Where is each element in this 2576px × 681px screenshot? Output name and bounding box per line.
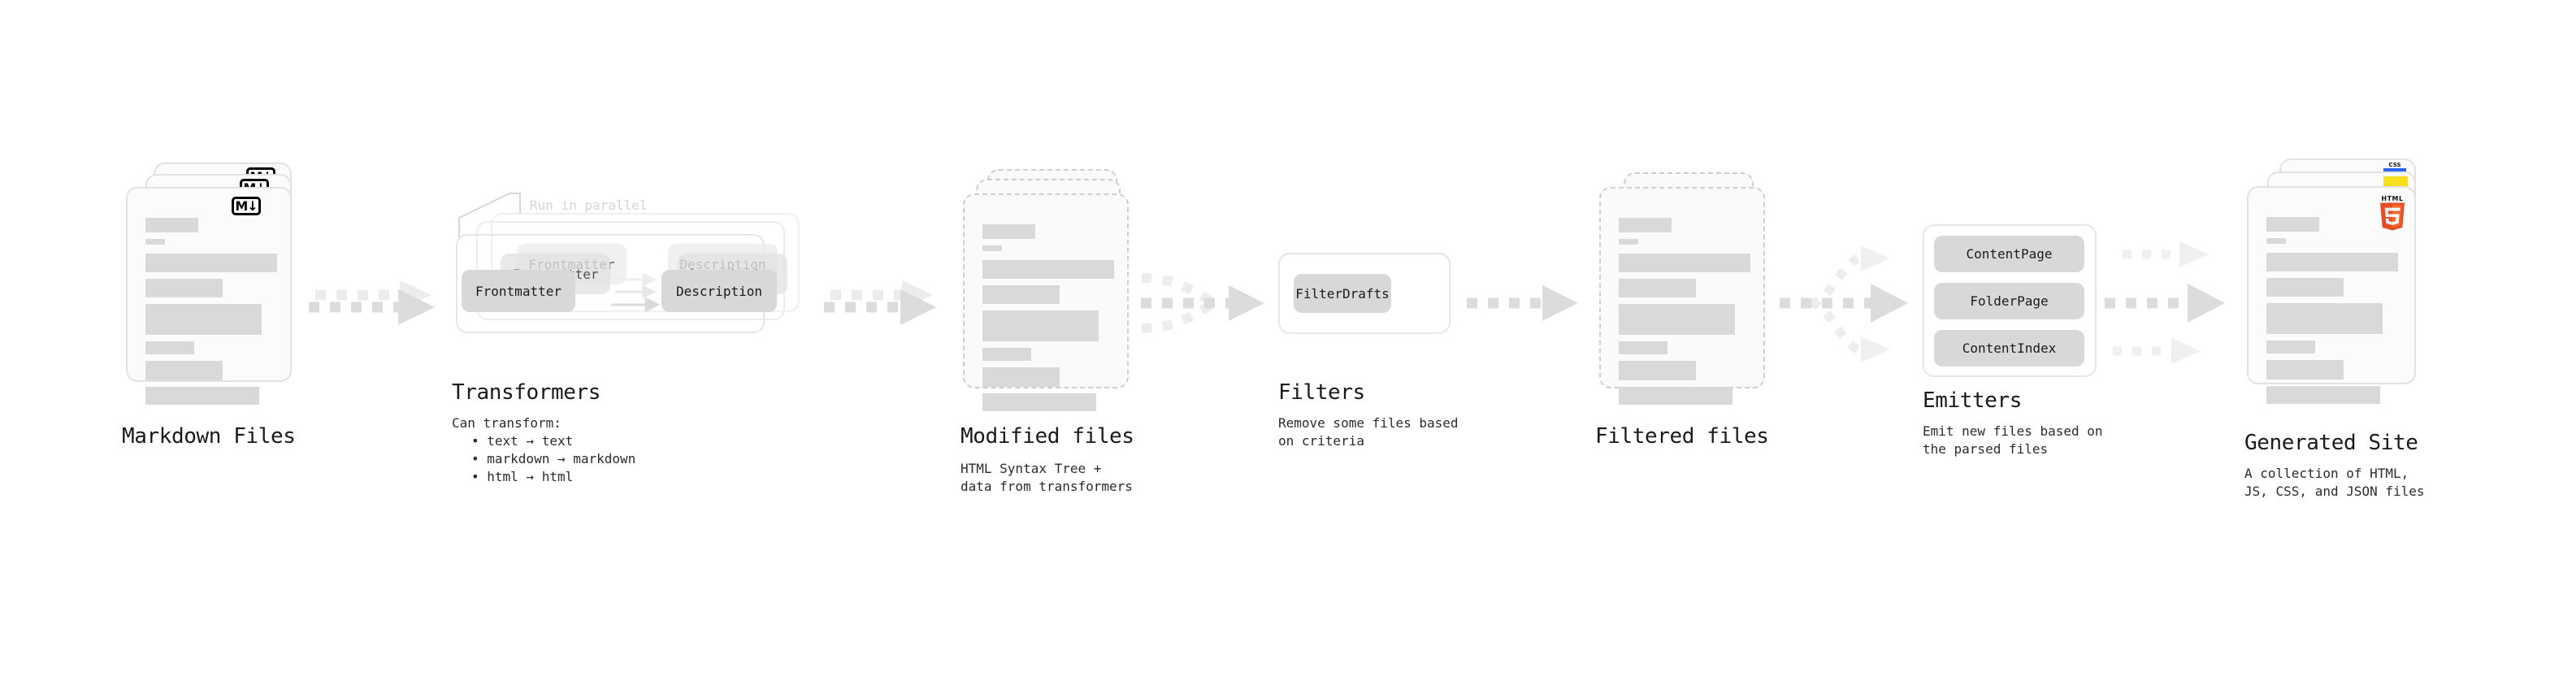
transform-bullet-item: • markdown → markdown [471,451,636,466]
run-in-parallel-label: Run in parallel [530,197,648,213]
content-bar [982,285,1060,304]
css-badge: CSS [2383,162,2406,173]
stage-subtitle-transformers: Can transform: [452,415,562,431]
stage-title-transformers: Transformers [452,380,601,405]
filtered-card-front [1599,187,1765,405]
content-bar [982,260,1114,279]
generated-card-html [2247,186,2416,404]
stage-title-markdown-files: Markdown Files [122,424,296,449]
content-bar [982,348,1031,361]
html5-badge-label: HTML [2381,195,2404,202]
modified-card-front [963,193,1129,411]
transform-bullet-item: • html → html [471,469,574,484]
filtered-files-card-stack [1599,169,1786,429]
content-bar [982,245,1002,251]
stage-subtitle-emitters: Emit new files based on the parsed files [1923,423,2103,457]
content-bar [1619,279,1696,297]
content-bar [1619,341,1667,354]
content-bar [982,310,1099,341]
content-bar [2266,278,2344,297]
content-bar [2266,238,2286,244]
bullet-label: html → html [487,469,574,484]
markdown-badge-front: M↓ [232,197,261,215]
flow-modified-to-filters [1141,273,1264,333]
content-bar [982,393,1096,411]
filtered-card-content [1601,189,1763,405]
content-bar [1619,218,1672,232]
stage-subtitle-generated-site: A collection of HTML, JS, CSS, and JSON … [2244,466,2425,499]
flow-markdown-to-transformers [309,280,435,325]
content-bar [145,341,194,354]
stage-title-emitters: Emitters [1923,388,2023,413]
stage-title-filtered-files: Filtered files [1595,424,1769,449]
stage-subtitle-modified-files: HTML Syntax Tree + data from transformer… [961,461,1133,494]
content-bar [145,218,198,232]
html5-shield-icon [2379,202,2405,231]
chip-frontmatter[interactable]: Frontmatter [462,270,575,312]
content-bar [1619,254,1750,272]
chip-description[interactable]: Description [661,270,777,312]
content-bar [145,361,223,380]
content-bar [2266,303,2383,334]
chip-folderpage[interactable]: FolderPage [1934,283,2084,319]
flow-filters-to-filtered [1467,285,1578,321]
content-bar [982,224,1035,239]
generated-site-card-stack: CSS HTML [2247,158,2442,427]
filters-group-box [1278,253,1451,334]
chip-contentindex[interactable]: ContentIndex [1934,330,2084,367]
css-badge-underline [2383,168,2406,171]
content-bar [145,254,277,272]
content-bar [145,239,165,245]
markdown-card-content [128,189,290,405]
content-bar [145,279,223,297]
css-badge-label: CSS [2388,162,2401,168]
bullet-label: text → text [487,433,574,449]
stage-subtitle-filters: Remove some files based on criteria [1278,415,1459,449]
content-bar [2266,360,2344,380]
chip-filterdrafts[interactable]: FilterDrafts [1294,274,1391,313]
emitters-group-box [1923,224,2097,377]
modified-card-content [965,195,1127,411]
modified-files-card-stack [963,169,1150,429]
content-bar [982,367,1060,387]
stage-title-filters: Filters [1278,380,1365,405]
content-bar [2266,386,2380,404]
flow-transformers-to-modified [824,280,936,325]
content-bar [1619,304,1735,335]
markdown-card-front [126,187,292,405]
content-bar [1619,239,1638,245]
generated-card-content [2249,188,2414,404]
markdown-files-card-stack: M↓ M↓ M↓ [126,163,313,423]
html5-badge: HTML [2377,195,2408,231]
flow-emitters-to-generated [2105,241,2225,364]
content-bar [2266,217,2319,232]
content-bar [1619,361,1696,380]
content-bar [1619,387,1733,405]
chip-contentpage[interactable]: ContentPage [1934,236,2084,272]
flow-filtered-to-emitters [1780,245,1908,362]
stage-title-modified-files: Modified files [961,424,1134,449]
content-bar [145,387,259,405]
content-bar [2266,253,2398,271]
content-bar [2266,340,2315,354]
bullet-label: markdown → markdown [487,451,636,466]
content-bar [145,304,262,335]
transform-bullet-list: • text → text • markdown → markdown • ht… [460,432,635,486]
transform-bullet-item: • text → text [471,433,574,449]
stage-title-generated-site: Generated Site [2244,431,2418,455]
